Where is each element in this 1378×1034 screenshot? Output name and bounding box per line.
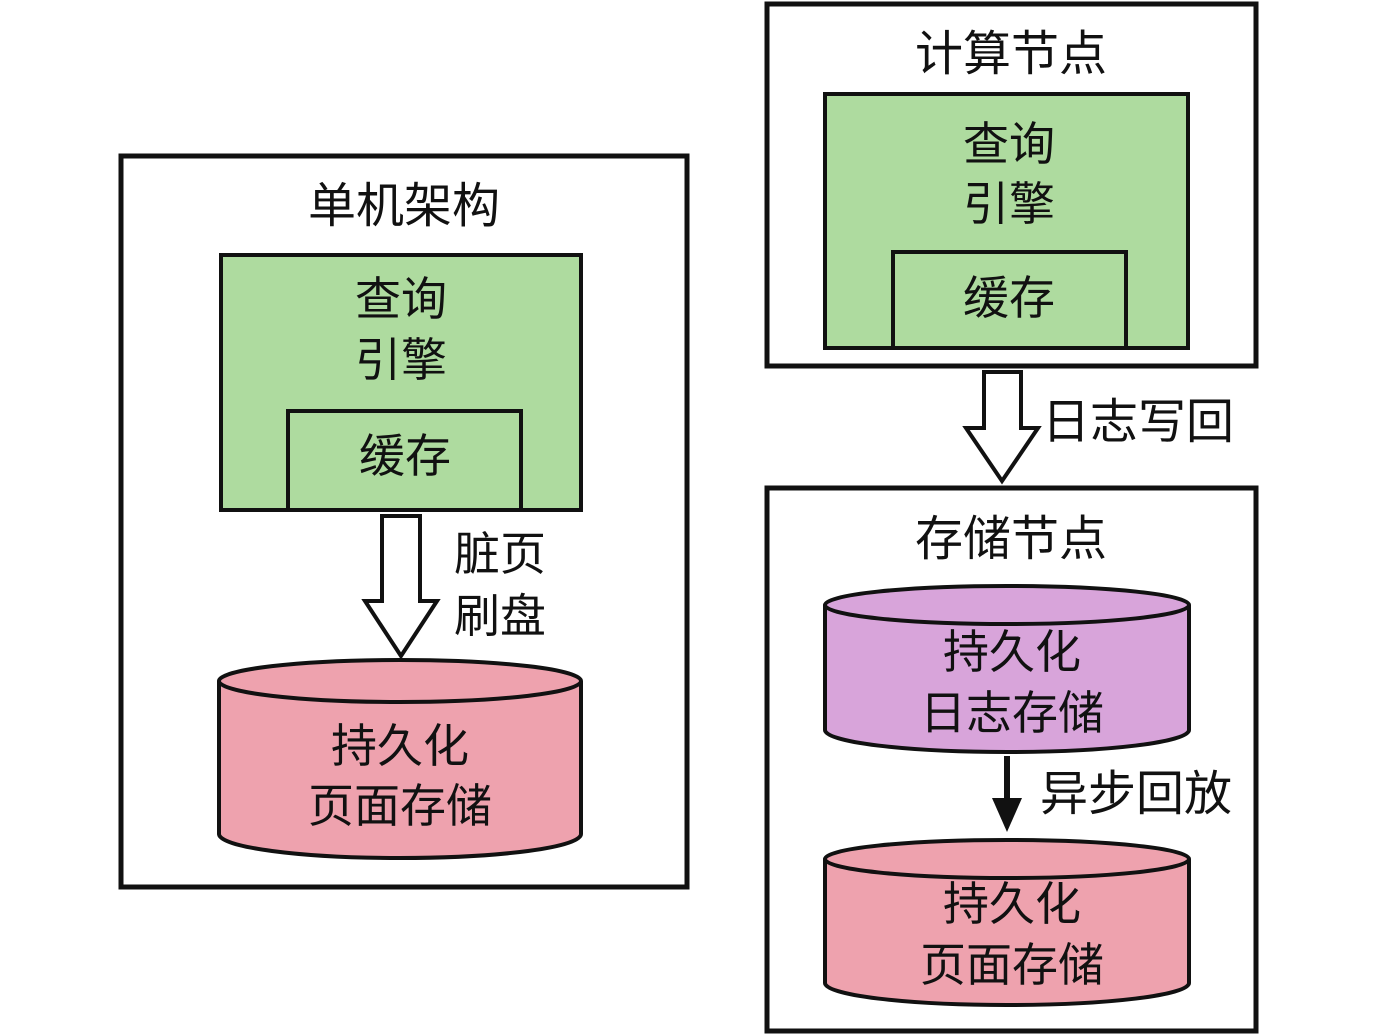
query-engine-label-line2: 引擎	[355, 333, 447, 387]
single-machine-architecture: 单机架构 查询 引擎 缓存 脏页 刷盘 持久化 页面存储	[118, 153, 690, 890]
persistent-log-storage-label-line2: 日志存储	[920, 686, 1104, 740]
compute-query-engine-label-line1: 查询	[963, 117, 1055, 171]
persistent-page-storage-cylinder	[217, 658, 583, 860]
log-writeback-arrow	[962, 370, 1042, 485]
dirty-page-flush-arrow	[361, 514, 441, 660]
log-writeback-label: 日志写回	[1042, 394, 1234, 450]
single-machine-title: 单机架构	[308, 178, 500, 234]
persistent-log-storage-label-line1: 持久化	[943, 625, 1081, 679]
storage-node-title: 存储节点	[915, 511, 1107, 567]
storage-node: 存储节点 持久化 日志存储 异步回放 持久化 页面存储	[764, 485, 1259, 1034]
persistent-log-storage-cylinder	[823, 584, 1191, 754]
compute-cache-label: 缓存	[963, 271, 1055, 325]
cache-box	[286, 409, 523, 512]
persistent-page-storage-label-line1: 持久化	[331, 719, 469, 773]
compute-query-engine-label-line2: 引擎	[963, 177, 1055, 231]
dirty-page-flush-label-line1: 脏页	[454, 527, 546, 581]
query-engine-label-line1: 查询	[355, 272, 447, 326]
cache-label: 缓存	[359, 429, 451, 483]
compute-cache-box	[891, 250, 1128, 350]
persistent-page-storage-label-line2: 页面存储	[308, 779, 492, 833]
compute-node-title: 计算节点	[915, 26, 1107, 82]
storage-node-page-storage-label-line2: 页面存储	[920, 938, 1104, 992]
storage-node-page-storage-label-line1: 持久化	[943, 877, 1081, 931]
compute-node: 计算节点 查询 引擎 缓存	[764, 1, 1259, 369]
dirty-page-flush-label-line2: 刷盘	[454, 589, 546, 643]
storage-node-page-storage-cylinder	[823, 838, 1191, 1007]
async-replay-label: 异步回放	[1040, 766, 1232, 822]
async-replay-arrow	[992, 756, 1022, 832]
